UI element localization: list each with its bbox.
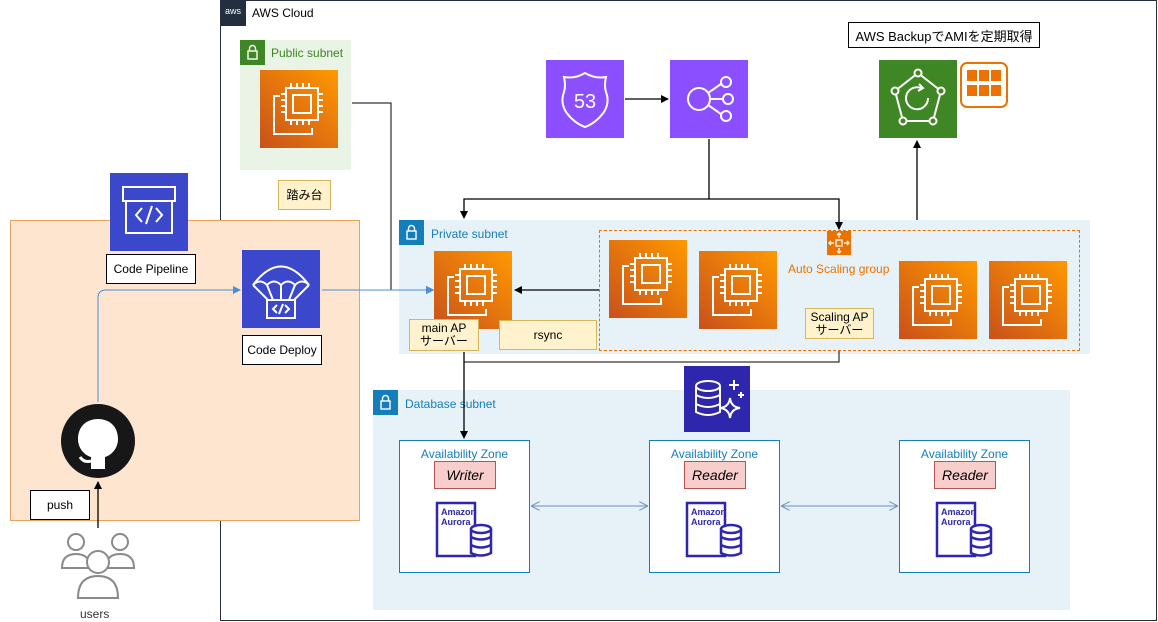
ec2-scaling-ap-1-icon[interactable]	[609, 240, 687, 318]
main-ap-label-text: main AP サーバー	[420, 321, 468, 348]
public-subnet-title: Public subnet	[271, 46, 344, 60]
push-label: push	[30, 490, 90, 520]
writer-label: Writer	[434, 461, 496, 489]
svg-text:Aurora: Aurora	[441, 517, 471, 527]
reader-2-label: Reader	[934, 461, 996, 489]
aurora-cluster-icon[interactable]	[684, 366, 750, 432]
aws-backup-icon[interactable]	[879, 60, 957, 138]
ec2-scaling-ap-2-icon[interactable]	[699, 251, 777, 329]
svg-text:Amazon: Amazon	[941, 507, 976, 517]
database-subnet-title: Database subnet	[405, 397, 496, 411]
users-label: users	[80, 607, 110, 621]
availability-zone-2-title: Availability Zone	[670, 447, 759, 461]
users-icon	[60, 530, 136, 600]
public-subnet-lock-icon	[240, 40, 265, 65]
database-subnet-lock-icon	[373, 390, 398, 415]
load-balancer-icon[interactable]	[670, 60, 748, 138]
route53-number: 53	[574, 91, 596, 113]
ec2-bastion-icon[interactable]	[260, 70, 338, 148]
scaling-ap-label-text: Scaling AP サーバー	[810, 309, 869, 337]
code-deploy-label: Code Deploy	[242, 335, 322, 365]
scaling-ap-label: Scaling AP サーバー	[805, 308, 874, 339]
aws-logo-text: aws	[224, 6, 241, 16]
codepipeline-icon[interactable]	[110, 173, 188, 251]
auto-scaling-group	[599, 230, 1080, 351]
github-icon[interactable]	[60, 403, 136, 479]
codedeploy-icon[interactable]	[242, 250, 320, 328]
aws-cloud-logo: aws	[220, 0, 246, 26]
auto-scaling-title: Auto Scaling group	[788, 262, 890, 276]
main-ap-label: main AP サーバー	[409, 319, 479, 351]
ec2-scaling-ap-4-icon[interactable]	[989, 261, 1067, 339]
private-subnet-lock-icon	[399, 220, 424, 245]
reader-1-label: Reader	[684, 461, 746, 489]
svg-text:Amazon: Amazon	[691, 507, 726, 517]
aws-cloud-title: AWS Cloud	[252, 6, 314, 20]
route53-icon[interactable]: 53	[546, 60, 624, 138]
backup-title: AWS BackupでAMIを定期取得	[848, 22, 1040, 48]
ec2-main-ap-icon[interactable]	[434, 251, 512, 329]
code-pipeline-label: Code Pipeline	[106, 254, 196, 284]
auto-scaling-icon	[827, 231, 851, 255]
svg-text:Amazon: Amazon	[441, 507, 476, 517]
ec2-scaling-ap-3-icon[interactable]	[899, 261, 977, 339]
private-subnet-title: Private subnet	[431, 227, 508, 241]
svg-text:Aurora: Aurora	[941, 517, 971, 527]
svg-text:Aurora: Aurora	[691, 517, 721, 527]
bastion-label: 踏み台	[278, 180, 331, 210]
availability-zone-1-title: Availability Zone	[420, 447, 509, 461]
rsync-label: rsync	[499, 320, 597, 350]
availability-zone-3-title: Availability Zone	[920, 447, 1009, 461]
ami-icon	[960, 62, 1008, 108]
